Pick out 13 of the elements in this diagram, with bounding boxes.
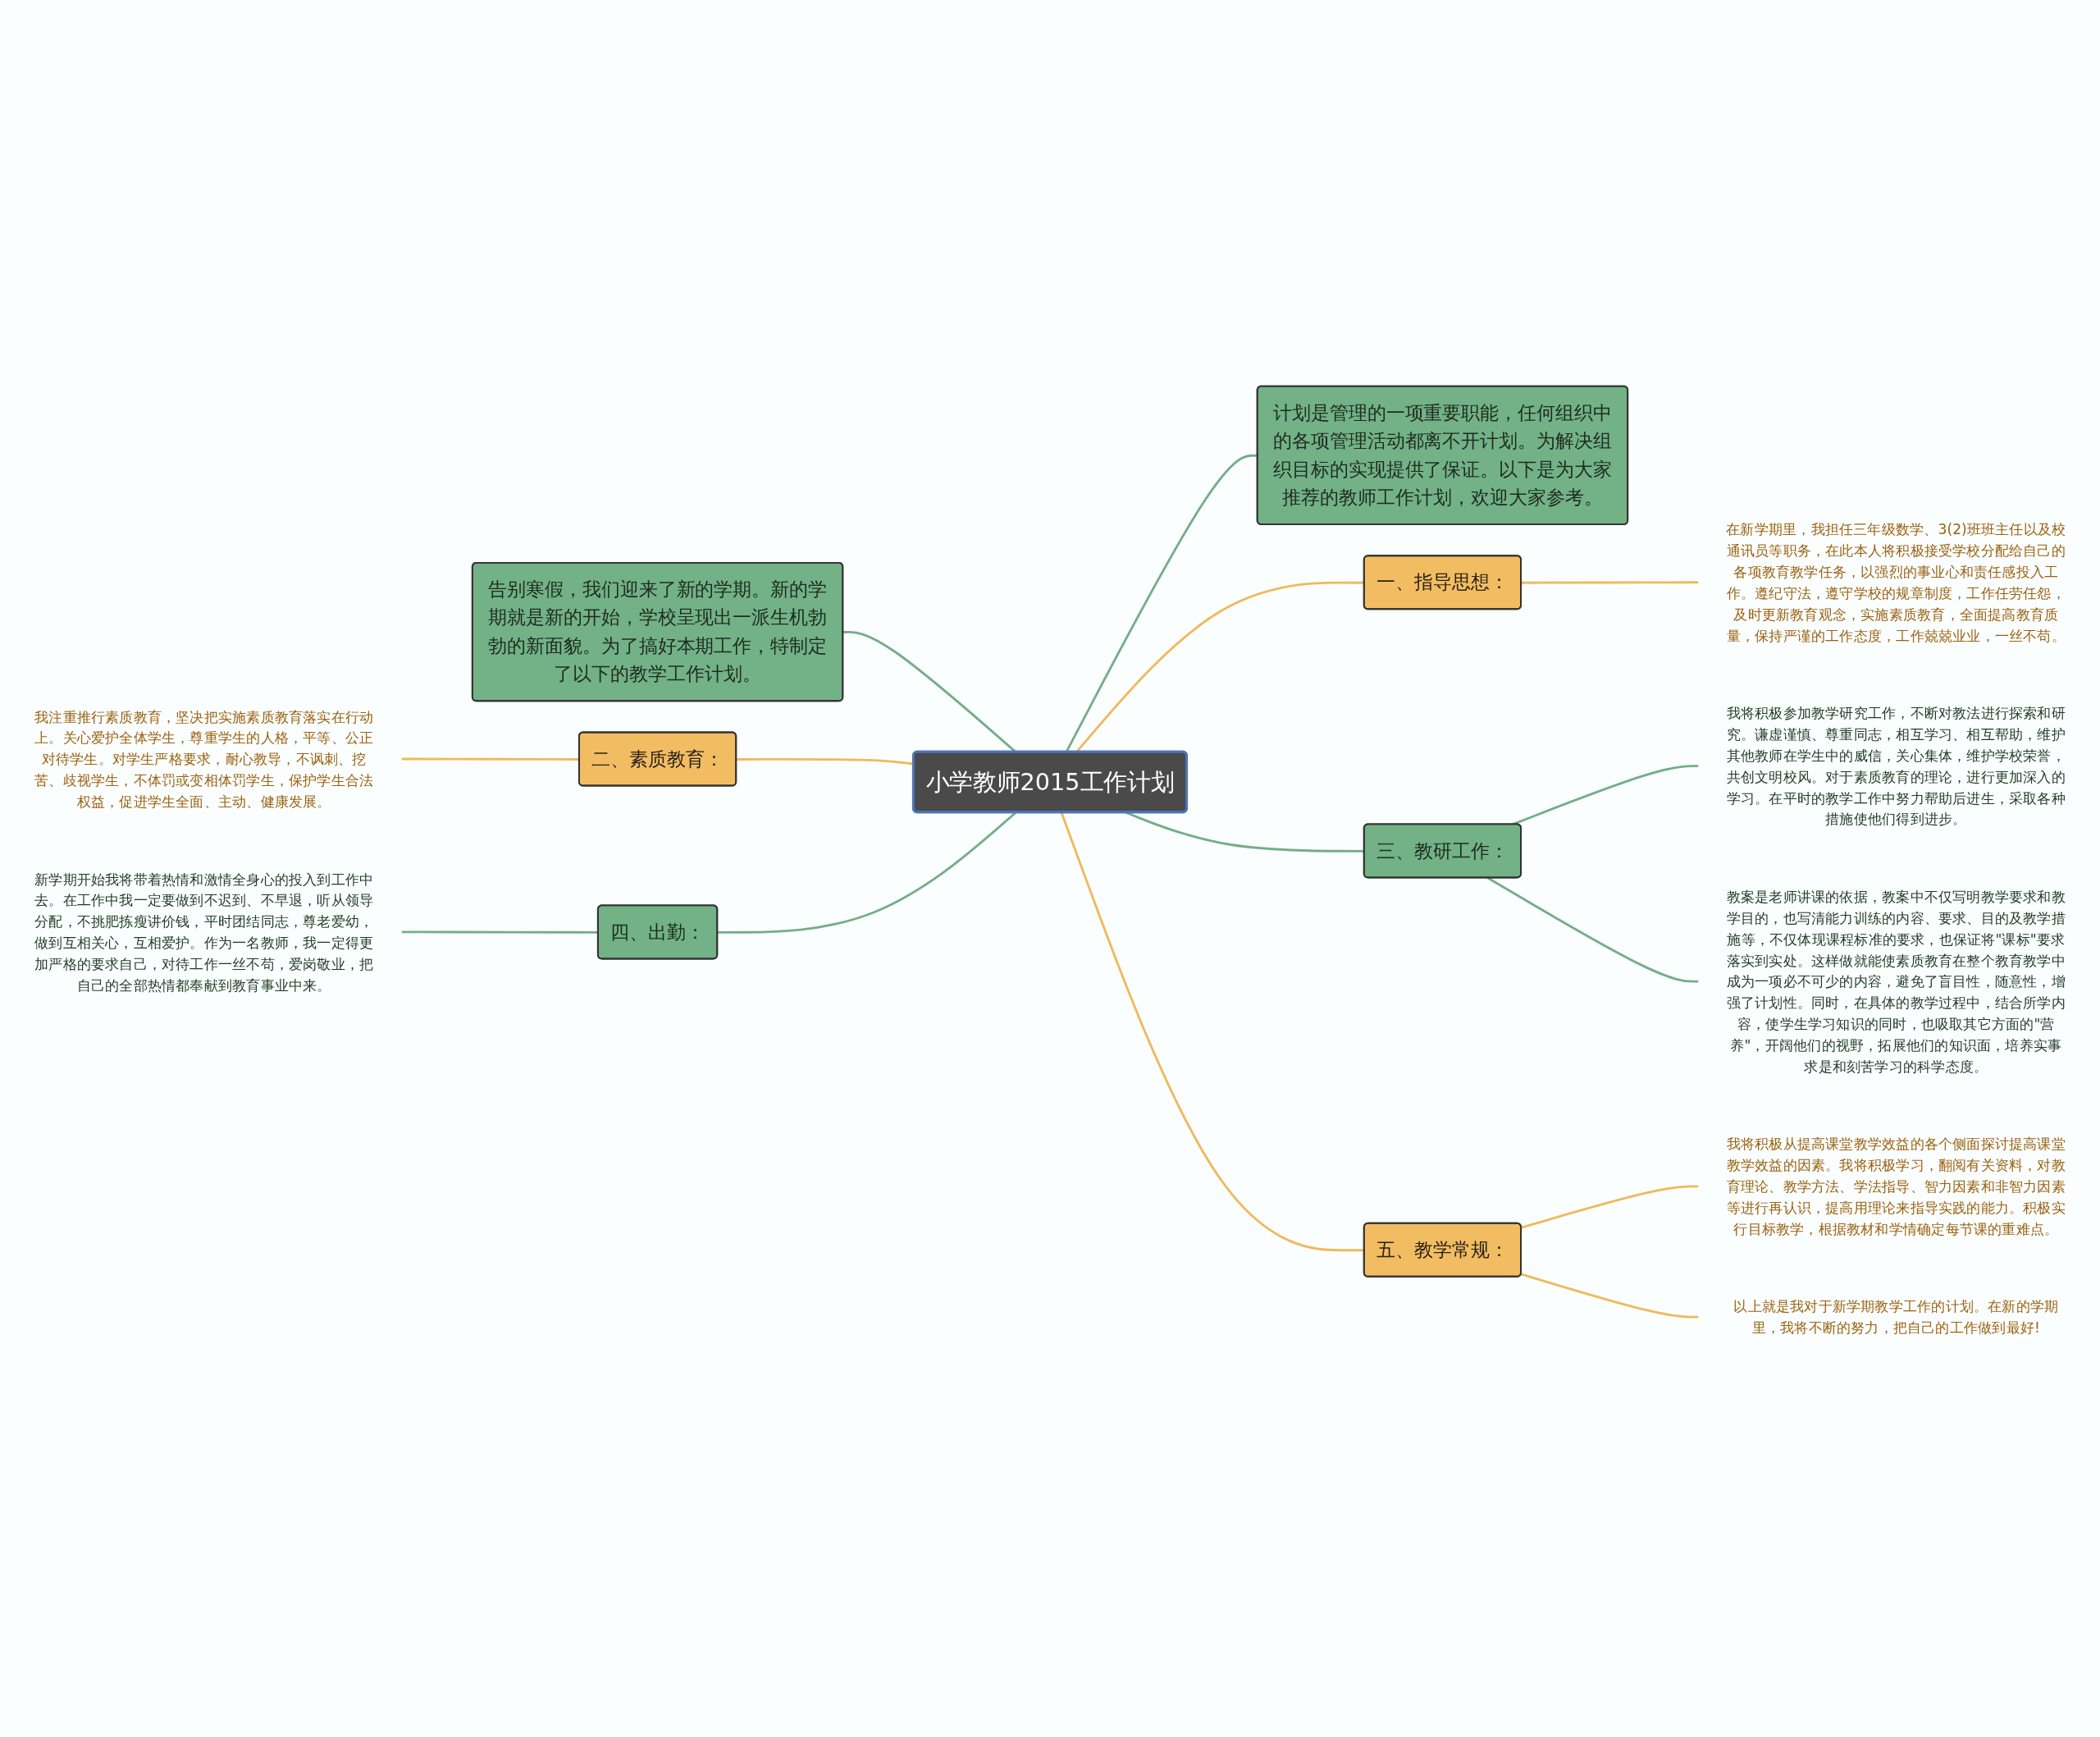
- connector: [1521, 581, 1699, 584]
- connector: [1512, 765, 1699, 826]
- node-text: 在新学期里，我担任三年级数学、3(2)班班主任以及校通讯员等职务，在此本人将积极接受学校分配给自己的各项教育教学任务，以强烈的事业心和责任感投入工作。遵纪守法，遵守学校的规章制度，工作任劳任怨，及时更新教育观念，实施素质教育，全面提高教育质量，保持严谨的工作态度，工作兢兢业业，一丝不苟。: [1726, 521, 2066, 644]
- node-text: 以上就是我对于新学期教学工作的计划。在新的学期里，我将不断的努力，把自己的工作做到最好!: [1733, 1298, 2059, 1337]
- connector: [1520, 1273, 1699, 1319]
- node-text: 我注重推行素质教育，坚决把实施素质教育落实在行动上。关心爱护全体学生，尊重学生的人格，平等、公正对待学生。对学生严格要求，耐心教导，不讽刺、挖苦、歧视学生，不体罚或变相体罚学生，保护学生合法权益，促进学生全面、主动、健康发展。: [34, 708, 374, 810]
- connector: [717, 811, 1017, 934]
- node-text: 教案是老师讲课的依据，教案中不仅写明教学要求和教学目的，也写清能力训练的内容、要求、目的及教学措施等，不仅体现课程标准的要求，也保证将"课标"要求落实到实处。这样做就能使素质教育在整个教育教学中成为一项必不可少的内容，避免了盲目性，随意性，增强了计划性。同时，在具体的教学过程中，结合所学内容，使学生学习知识的同时，也吸取其它方面的"营养"，开阔他们的视野，拓展他们的知识面，培养实事求是和刻苦学习的科学态度。: [1726, 888, 2066, 1075]
- node-text: 我将积极从提高课堂教学效益的各个侧面探讨提高课堂教学效益的因素。我将积极学习，翻阅有关资料，对教育理论、教学方法、学法指导、智力因素和非智力因素等进行再认识，提高用理论来指导实践的能力。积极实行目标教学，根据教材和学情确定每节课的重难点。: [1726, 1136, 2066, 1237]
- node-text: 我将积极参加教学研究工作，不断对教法进行探索和研究。谦虚谨慎、尊重同志，相互学习、相互帮助，维护其他教师在学生中的威信，关心集体，维护学校荣誉，共创文明校风。对于素质教育的理论，进行更加深入的学习。在平时的教学工作中努力帮助后进生，采取各种措施使他们得到进步。: [1726, 705, 2066, 828]
- connector: [1487, 876, 1699, 983]
- node-text: 新学期开始我将带着热情和激情全身心的投入到工作中去。在工作中我一定要做到不迟到、不早退，听从领导分配，不挑肥拣瘦讲价钱，平时团结同志，尊老爱幼，做到互相关心，互相爱护。作为一名教师，我一定得更加严格的要求自己，对待工作一丝不苟，爱岗敬业，把自己的全部热情都奉献到教育事业中来。: [34, 871, 374, 994]
- connector: [1521, 1185, 1699, 1229]
